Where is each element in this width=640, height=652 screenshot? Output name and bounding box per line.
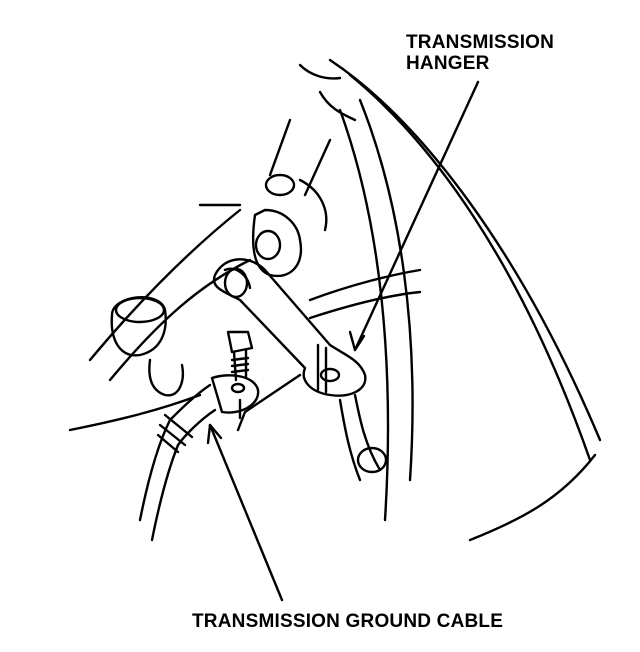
transmission-ground-cable-label: TRANSMISSION GROUND CABLE [192,611,504,632]
ground-bolt [226,330,254,382]
transmission-housing [298,58,602,542]
ground-cable [138,383,217,542]
hanger-tab-detail [316,343,328,394]
transmission-hanger-bracket [212,258,388,482]
leader-arrows [206,80,480,602]
transmission-hanger-label: TRANSMISSION HANGER [406,32,554,74]
transmission-hanger-label-line2: HANGER [406,53,490,74]
rubber-mount [110,296,184,397]
ground-terminal [210,373,302,432]
transmission-hanger-label-line1: TRANSMISSION [406,32,555,53]
engine-mount-arm [251,118,332,278]
